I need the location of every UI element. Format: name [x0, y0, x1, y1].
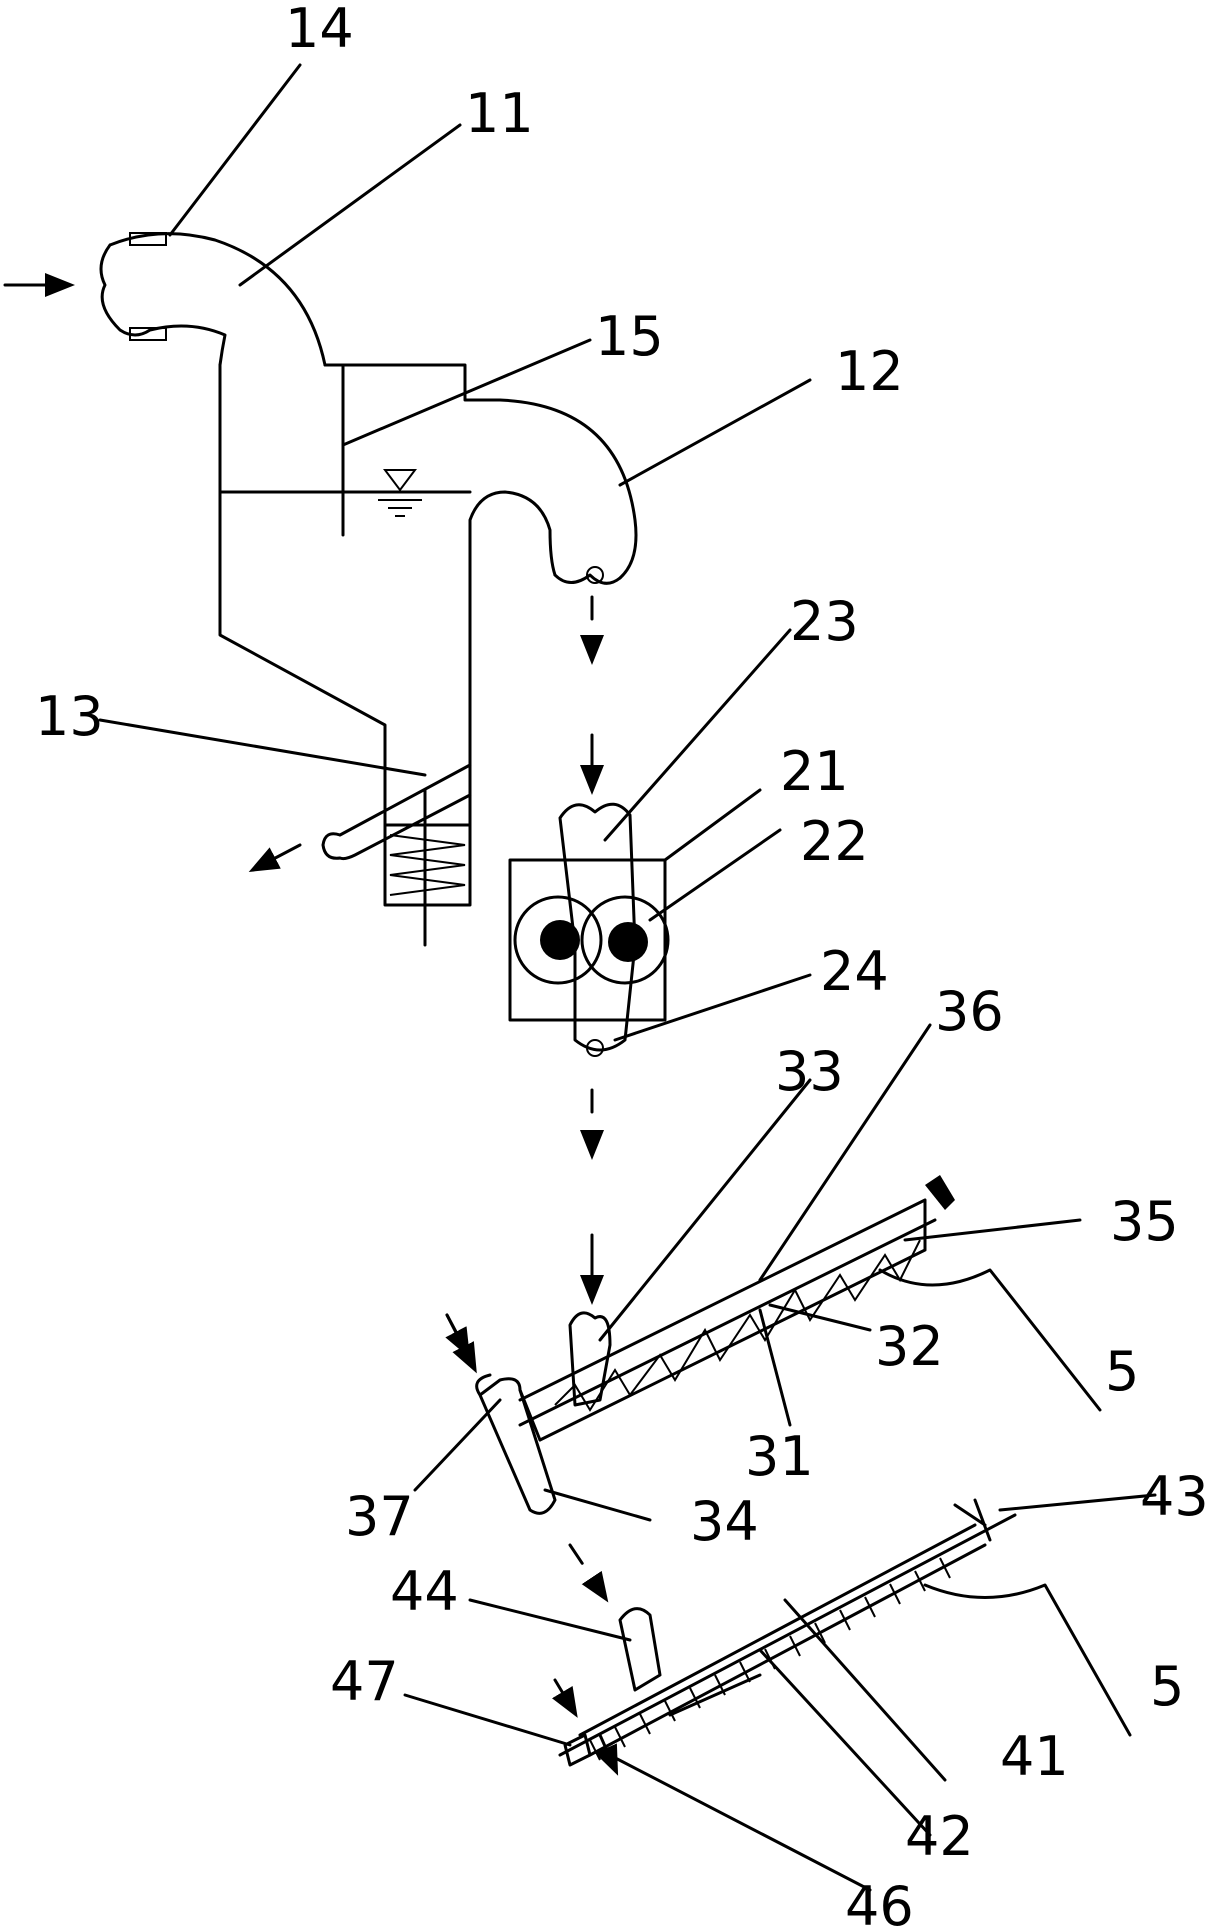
label-23: 23: [790, 590, 859, 653]
label-13: 13: [35, 685, 104, 748]
extruder-end-cap: [563, 1733, 592, 1767]
inclined-outlet-pipe: [475, 1373, 557, 1515]
power-cable-lower: [923, 1583, 1132, 1737]
label-12: 12: [835, 340, 904, 403]
label-33: 33: [775, 1040, 844, 1103]
inlet-pipe: [99, 232, 327, 367]
crusher-roller-right-core: [608, 922, 648, 962]
label-31: 31: [745, 1425, 814, 1488]
label-21: 21: [780, 740, 849, 803]
extruder-mesh: [589, 1557, 951, 1761]
extruder-tube: [578, 1523, 987, 1757]
sludge-pipe: [321, 763, 472, 861]
label-36: 36: [935, 980, 1004, 1043]
conveyor-screw: [554, 1239, 921, 1412]
label-15: 15: [595, 305, 664, 368]
label-37: 37: [345, 1485, 414, 1548]
flow-arrows: [445, 595, 619, 1776]
crusher-roller-left-core: [540, 920, 580, 960]
tank-top: [323, 363, 638, 580]
feed-arrow-left: [445, 1313, 477, 1374]
extruder-bearing: [953, 1498, 992, 1542]
separator-tank: [3, 232, 638, 947]
label-43: 43: [1140, 1465, 1209, 1528]
conveyor-shaft: [518, 1218, 937, 1427]
power-cable-upper: [878, 1268, 1102, 1412]
label-22: 22: [800, 810, 869, 873]
label-41: 41: [1000, 1725, 1069, 1788]
crusher-housing: [508, 858, 667, 1022]
crusher-outlet-hole: [586, 1039, 604, 1057]
inlet-flange: [129, 232, 167, 246]
conveyor-to-tube: [518, 1388, 542, 1442]
crusher-hopper: [558, 802, 637, 1052]
label-5-upper: 5: [1105, 1340, 1139, 1403]
screw-extruder: [558, 1498, 1017, 1767]
leader-lines: [98, 63, 1157, 1892]
drive-motor: [925, 1175, 955, 1210]
feed-hopper: [568, 1311, 612, 1407]
crusher-roller-left: [513, 895, 603, 985]
label-44: 44: [390, 1560, 459, 1623]
extruder-hopper: [618, 1607, 662, 1692]
label-5-lower: 5: [1150, 1655, 1184, 1718]
label-34: 34: [690, 1490, 759, 1553]
water-level-symbol: [378, 469, 422, 517]
reference-labels: 14 11 15 12 13 23 21 22 24 33 36 35 32 5…: [35, 0, 1209, 1929]
extruder-bottom-bar: [668, 1673, 762, 1717]
label-46: 46: [845, 1875, 914, 1929]
inlet-flange-bottom: [129, 327, 167, 341]
spring: [389, 834, 466, 896]
label-32: 32: [875, 1315, 944, 1378]
sludge-outlet-arrow: [248, 843, 302, 872]
label-47: 47: [330, 1650, 399, 1713]
crusher: [508, 802, 670, 1057]
label-35: 35: [1110, 1190, 1179, 1253]
spring-box: [383, 823, 472, 907]
extruder-shaft: [558, 1513, 1017, 1757]
label-24: 24: [820, 940, 889, 1003]
outlet-pipe-end: [553, 573, 622, 585]
label-14: 14: [285, 0, 354, 60]
crusher-roller-right: [580, 895, 670, 985]
tank-body: [218, 363, 557, 827]
label-42: 42: [905, 1805, 974, 1868]
label-11: 11: [465, 82, 534, 145]
screw-conveyor: [445, 1175, 955, 1515]
outlet-pipe-hole: [586, 566, 604, 584]
